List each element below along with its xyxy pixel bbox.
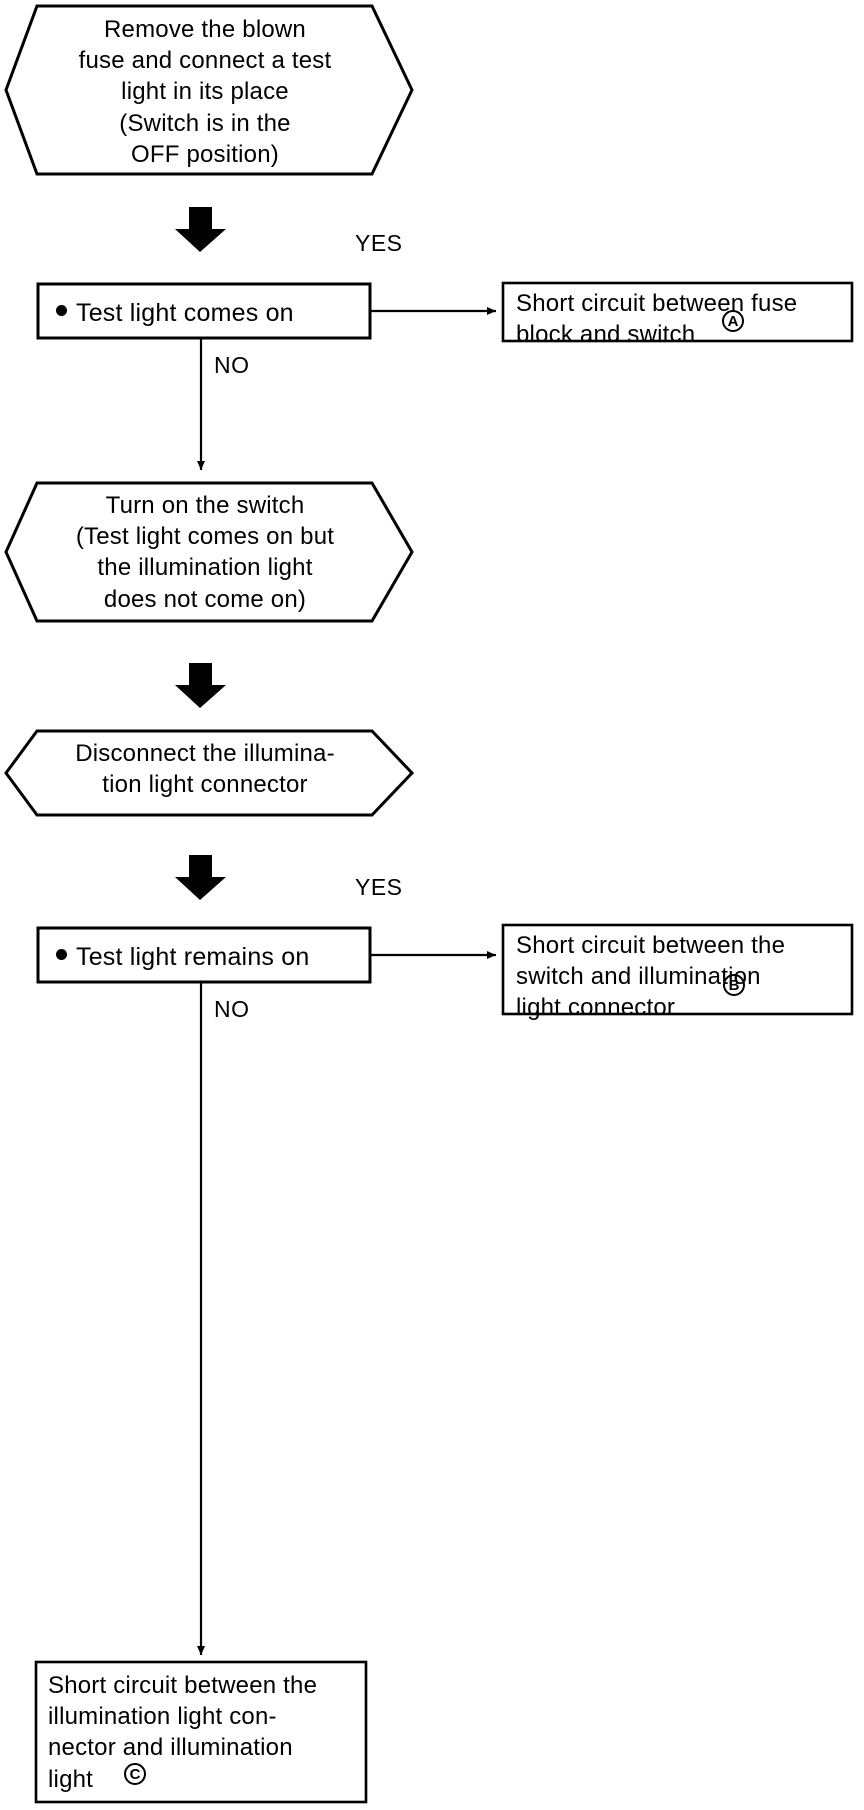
bold-arrow-1 — [175, 207, 226, 252]
edge-label-no-2: NO — [214, 996, 250, 1022]
bold-arrow-2 — [175, 663, 226, 708]
box-result-c — [34, 1660, 368, 1804]
hexagon-step-2-label: Turn on the switch (Test light comes on … — [75, 492, 335, 613]
hexagon-step-3-label: Disconnect the illumina- tion light conn… — [75, 740, 335, 799]
hexagon-step-3 — [4, 729, 415, 817]
edge-label-yes-1: YES — [355, 230, 403, 256]
bullet-check-1 — [56, 305, 67, 316]
edge-label-yes-2: YES — [355, 874, 403, 900]
box-result-a — [501, 281, 854, 343]
box-check-2 — [36, 926, 372, 984]
box-result-c-label: Short circuit between the illumination l… — [48, 1672, 318, 1793]
box-result-b-label: Short circuit between the switch and ill… — [516, 932, 786, 1022]
hexagon-step-1 — [4, 4, 414, 176]
box-result-b — [501, 923, 854, 1016]
ref-mark-c: C — [124, 1763, 146, 1785]
bullet-check-2 — [56, 949, 67, 960]
hexagon-step-1-label: Remove the blown fuse and connect a test… — [78, 16, 332, 168]
box-check-1-label: Test light comes on — [76, 299, 294, 327]
ref-mark-a: A — [722, 310, 744, 332]
edge-label-no-1: NO — [214, 352, 250, 378]
bold-arrow-3 — [175, 855, 226, 900]
hexagon-step-2 — [4, 481, 414, 623]
box-result-a-label: Short circuit between fuse block and swi… — [516, 290, 798, 349]
ref-mark-b: B — [723, 974, 745, 996]
box-check-2-label: Test light remains on — [76, 943, 310, 971]
